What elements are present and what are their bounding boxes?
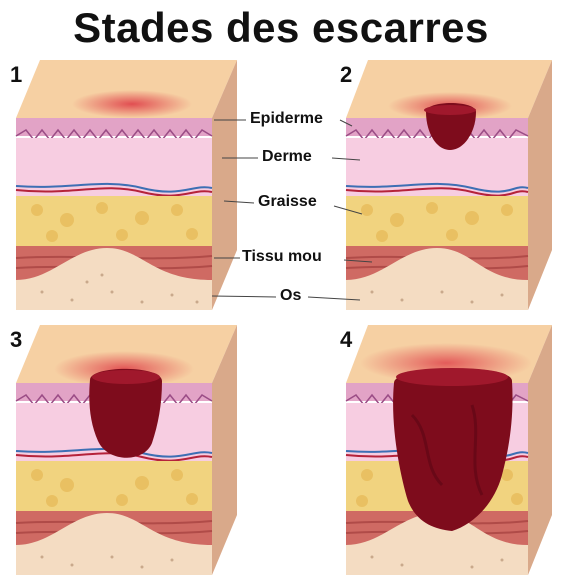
redness-area (72, 90, 192, 118)
stage-3-illustration (12, 325, 237, 575)
label-tissu-mou: Tissu mou (242, 248, 322, 266)
label-graisse: Graisse (258, 193, 317, 211)
stage-1-illustration (12, 60, 237, 310)
stage-2-illustration (342, 60, 552, 310)
label-os: Os (280, 287, 301, 305)
diagram-title: Stades des escarres (0, 4, 562, 52)
label-epiderme: Epiderme (250, 110, 323, 128)
stage-4-illustration (342, 325, 552, 575)
label-derme: Derme (262, 148, 312, 166)
